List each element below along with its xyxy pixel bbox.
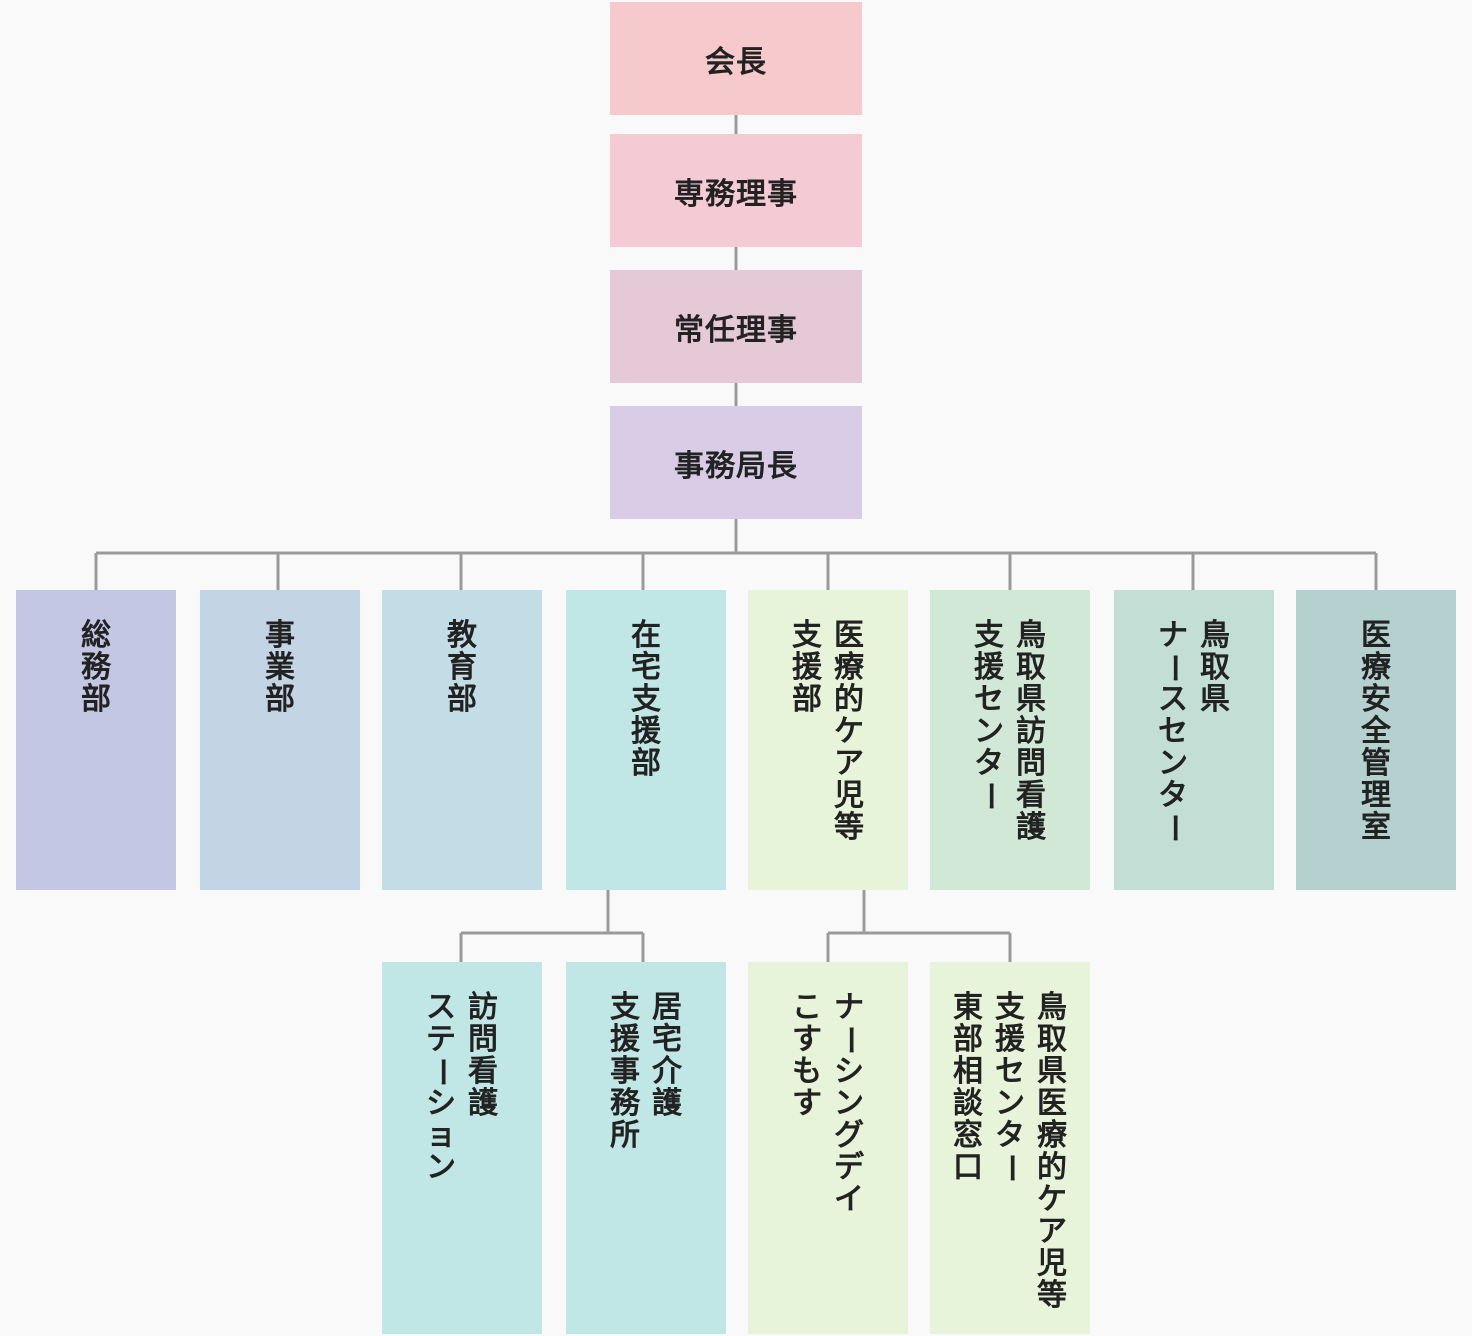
box-medical-safety-office: 医療安全管理室 — [1296, 590, 1456, 890]
label-column: 総務部 — [81, 618, 111, 717]
label-column: 教育部 — [447, 618, 477, 717]
box-business-dept: 事業部 — [200, 590, 360, 890]
label-column: 鳥取県 — [1200, 618, 1230, 717]
label-column: ナーシングデイ — [832, 990, 867, 1217]
box-visiting-nursing-center: 鳥取県訪問看護支援センター — [930, 590, 1090, 890]
box-nurse-center: 鳥取県ナースセンター — [1114, 590, 1274, 890]
box-medical-care-children-dept: 医療的ケア児等支援部 — [748, 590, 908, 890]
label-column: 東部相談窓口 — [953, 990, 983, 1185]
box-visiting-nursing-station: 訪問看護ステーション — [382, 962, 542, 1334]
label-column: 鳥取県医療的ケア児等 — [1037, 990, 1067, 1313]
box-chairman: 会長 — [610, 2, 862, 115]
label-column: 支援センター — [993, 990, 1028, 1184]
label-column: 支援センター — [972, 618, 1007, 812]
box-general-affairs: 総務部 — [16, 590, 176, 890]
label-column: 鳥取県訪問看護 — [1016, 618, 1046, 845]
box-executive-director: 専務理事 — [610, 134, 862, 247]
label-column: 事業部 — [265, 618, 295, 717]
label-column: 在宅支援部 — [631, 618, 661, 781]
label-column: ステーション — [424, 990, 459, 1185]
label-column: 支援事務所 — [610, 990, 640, 1153]
box-standing-director: 常任理事 — [610, 270, 862, 383]
box-home-care-support-office: 居宅介護支援事務所 — [566, 962, 726, 1334]
box-secretary-general: 事務局長 — [610, 406, 862, 519]
label-column: 居宅介護 — [652, 990, 682, 1121]
box-nursing-day-cosmos: ナーシングデイこすもす — [748, 962, 908, 1334]
label-column: 支援部 — [792, 618, 822, 717]
label-column: こすもす — [792, 990, 822, 1121]
box-home-support-dept: 在宅支援部 — [566, 590, 726, 890]
label-column: ナースセンター — [1156, 618, 1191, 844]
label-column: 訪問看護 — [468, 990, 498, 1121]
label-column: 医療安全管理室 — [1361, 618, 1391, 845]
box-medical-care-children-support-east: 鳥取県医療的ケア児等支援センター東部相談窓口 — [930, 962, 1090, 1334]
label-column: 医療的ケア児等 — [834, 618, 864, 845]
box-education-dept: 教育部 — [382, 590, 542, 890]
